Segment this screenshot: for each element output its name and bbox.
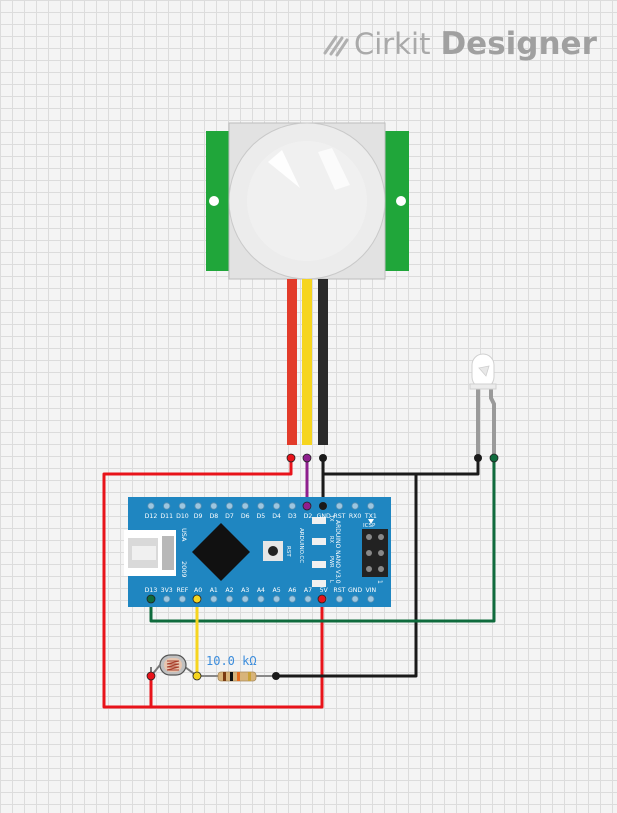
bottom-pin-label: REF (177, 587, 189, 594)
top-pin-d5[interactable] (257, 502, 265, 510)
bottom-pin-3v3[interactable] (163, 595, 171, 603)
top-pin-d9[interactable] (194, 502, 202, 510)
icsp-pin1-label: 1 (376, 580, 383, 584)
bottom-pin-label: A5 (273, 587, 281, 594)
top-pin-rst[interactable] (335, 502, 343, 510)
icsp-label: ICSP (363, 523, 376, 529)
top-pin-label: D6 (241, 513, 250, 520)
pir-motion-sensor[interactable] (206, 122, 409, 445)
junction-dots (146, 453, 499, 681)
bottom-pin-label: A4 (257, 587, 265, 594)
reset-button[interactable] (263, 541, 283, 561)
top-pin-label: D12 (145, 513, 158, 520)
bottom-pin-a7[interactable] (304, 595, 312, 603)
top-pin-d10[interactable] (178, 502, 186, 510)
microcontroller-chip (192, 523, 250, 581)
top-pin-d11[interactable] (163, 502, 171, 510)
usb-connector (124, 530, 176, 576)
board-year-label: 2009 (180, 561, 188, 578)
top-pin-label: D11 (160, 513, 173, 520)
bottom-pin-label: A0 (194, 587, 202, 594)
cirkit-logo-icon (323, 35, 349, 57)
top-pin-label: D7 (225, 513, 234, 520)
status-leds (312, 517, 326, 587)
bottom-pin-label: A6 (288, 587, 296, 594)
resistor-value-label: 10.0 kΩ (206, 654, 257, 668)
bottom-pin-label: RST (333, 587, 345, 594)
board-rst-label: RST (285, 546, 291, 557)
top-pin-label: D10 (176, 513, 189, 520)
led-pwr-label: PWR (328, 556, 334, 568)
top-pin-tx1[interactable] (367, 502, 375, 510)
top-pin-d4[interactable] (272, 502, 281, 510)
bottom-pin-label: A2 (225, 587, 233, 594)
bottom-pin-a2[interactable] (225, 595, 234, 603)
top-pin-d12[interactable] (147, 502, 155, 510)
board-brand-label: ARDUINO.CC (298, 528, 304, 563)
bottom-pin-rst[interactable] (335, 595, 343, 603)
resistor[interactable]: 10.0 kΩ (197, 654, 276, 682)
top-pin-d8[interactable] (210, 502, 218, 510)
bottom-pin-a3[interactable] (241, 595, 249, 603)
bottom-pin-a6[interactable] (288, 595, 296, 603)
bottom-pin-label: GND (348, 587, 362, 594)
led-rx-label: RX (328, 536, 334, 543)
bottom-pin-a5[interactable] (272, 595, 281, 603)
bottom-pin-label: D13 (145, 587, 158, 594)
top-pin-label: D3 (288, 513, 297, 520)
top-pin-d7[interactable] (225, 502, 234, 510)
bottom-pin-label: VIN (365, 587, 376, 594)
board-usa-label: USA (180, 528, 188, 542)
top-pin-label: RST (333, 513, 345, 520)
bottom-pin-a4[interactable] (257, 595, 265, 603)
pin-marker-icon (368, 519, 374, 524)
bottom-pin-label: A7 (304, 587, 312, 594)
wires (102, 456, 496, 709)
bottom-pin-label: 5V (320, 587, 329, 594)
top-pin-label: TX1 (364, 513, 377, 520)
top-pin-label: D2 (304, 513, 313, 520)
board-model-label: ARDUINO NANO V3.0 (334, 520, 341, 584)
bottom-pin-a1[interactable] (210, 595, 218, 603)
bottom-pin-label: A1 (210, 587, 218, 594)
cirkit-designer-logo: Cirkit Designer (322, 22, 597, 66)
wire-red-vcc[interactable] (102, 456, 324, 709)
top-pin-label: D8 (209, 513, 218, 520)
bottom-pin-vin[interactable] (367, 595, 375, 603)
wire-black-gnd-resistor[interactable] (274, 472, 418, 678)
led-l-label: L (328, 580, 334, 583)
photoresistor[interactable] (150, 654, 198, 677)
wire-black-gnd-bus[interactable] (321, 456, 480, 508)
wire-green-led[interactable] (149, 456, 496, 623)
logo-text-cirkit: Cirkit (354, 27, 431, 61)
top-pin-label: GND (317, 513, 331, 520)
top-pin-label: D4 (272, 513, 281, 520)
led-tx-label: TX (328, 514, 334, 522)
bottom-pin-gnd[interactable] (351, 595, 359, 603)
icsp-header (362, 529, 388, 577)
top-pin-d6[interactable] (241, 502, 249, 510)
bottom-pin-label: A3 (241, 587, 249, 594)
led[interactable] (469, 353, 497, 458)
bottom-pin-ref[interactable] (178, 595, 186, 603)
top-pin-label: RX0 (349, 513, 362, 520)
logo-text-designer: Designer (440, 26, 597, 62)
top-pin-d3[interactable] (288, 502, 296, 510)
top-pin-label: D9 (194, 513, 203, 520)
bottom-pin-label: 3V3 (161, 587, 173, 594)
top-pin-label: D5 (257, 513, 266, 520)
top-pin-rx0[interactable] (351, 502, 359, 510)
